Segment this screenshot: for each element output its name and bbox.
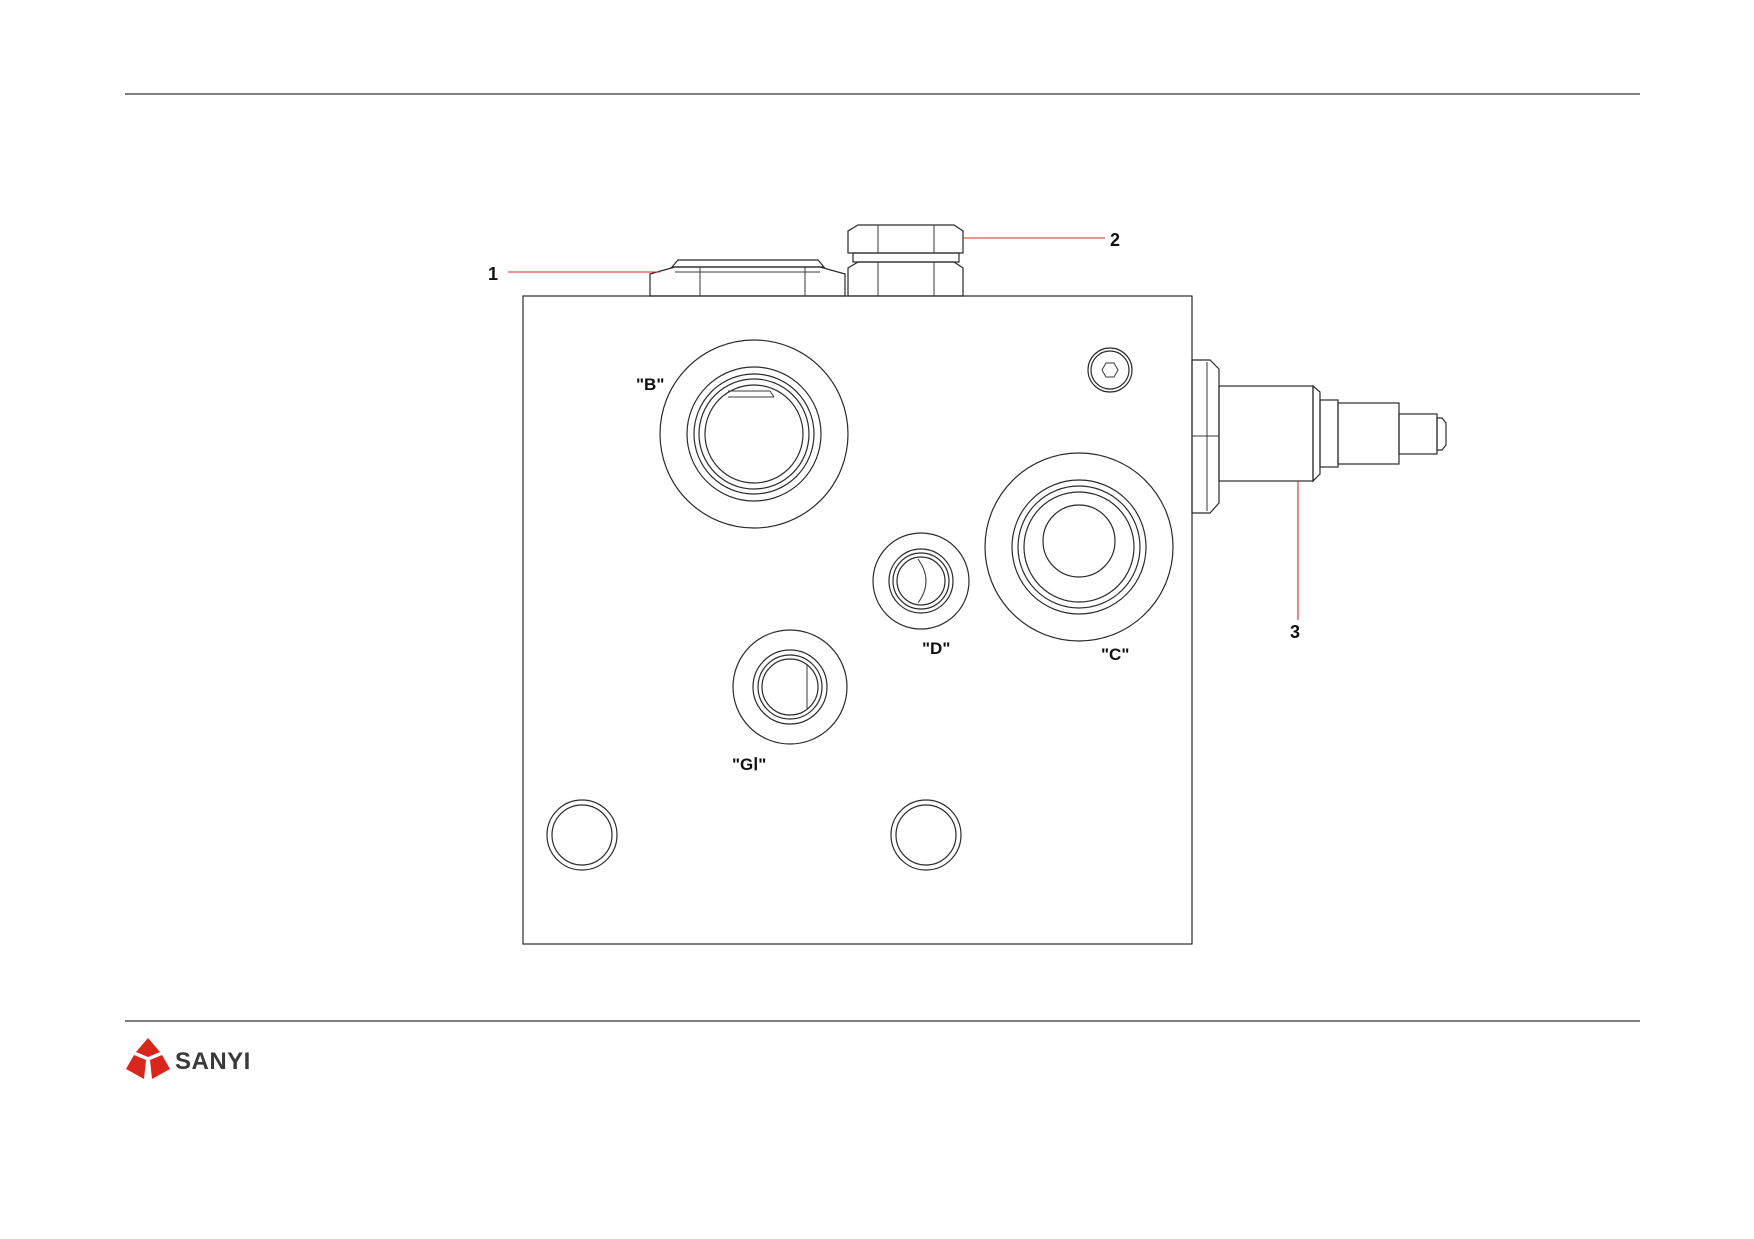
port-d-label: "D": [922, 639, 950, 658]
mounting-hole-right: [890, 799, 962, 871]
callout-1: 1: [488, 264, 498, 284]
port-g1-label: "GⅠ": [732, 755, 766, 774]
part-2-hex-nut: [847, 224, 964, 297]
part-1-plug: [649, 259, 846, 297]
valve-block-body: [522, 295, 1193, 945]
sanyi-logo: SANYI: [126, 1038, 251, 1079]
port-c-label: "C": [1101, 645, 1129, 664]
sanyi-logo-mark-icon: [126, 1038, 170, 1079]
brand-name: SANYI: [175, 1048, 251, 1075]
callout-2: 2: [1110, 230, 1120, 250]
hex-socket-plug: [1087, 347, 1133, 393]
part-3-cartridge-valve: [1191, 359, 1447, 514]
mounting-hole-left: [546, 799, 618, 871]
port-b: [659, 339, 849, 529]
port-d: [872, 532, 970, 630]
port-g1: [732, 629, 848, 745]
port-c: [984, 452, 1174, 642]
callout-3: 3: [1290, 622, 1300, 642]
port-b-label: "B": [636, 375, 664, 394]
